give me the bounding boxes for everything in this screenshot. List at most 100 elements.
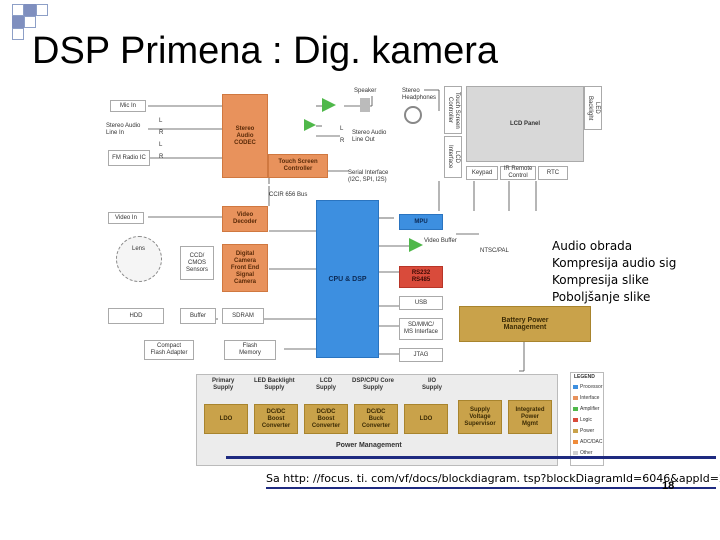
video-buffer-label: Video Buffer xyxy=(424,238,457,244)
lens-label: Lens xyxy=(132,246,146,252)
pin-label: R xyxy=(159,154,164,160)
usb: USB xyxy=(399,296,443,310)
legend-swatch xyxy=(573,418,578,422)
mic-in-label: Mic In xyxy=(110,100,146,112)
compact-flash-adapter: Compact Flash Adapter xyxy=(144,340,194,360)
source-url: Sa http: //focus. ti. com/vf/docs/blockd… xyxy=(266,472,720,485)
decor-square xyxy=(12,4,24,16)
legend-swatch xyxy=(573,429,578,433)
led-backlight: LED Backlight xyxy=(584,86,602,130)
lens-icon xyxy=(116,236,162,282)
power-block-buck: DC/DC Buck Converter xyxy=(354,404,398,434)
hdd: HDD xyxy=(108,308,164,324)
sd-mmc-interface: SD/MMC/ MS Interface xyxy=(399,318,443,340)
lcd-panel: LCD Panel xyxy=(466,86,584,162)
legend-swatch xyxy=(573,385,578,389)
stereo-line-in-label: Stereo Audio Line In xyxy=(106,123,141,136)
legend-label: Logic xyxy=(580,417,592,423)
block-diagram: Mic In Stereo Audio Line In FM Radio IC … xyxy=(104,86,604,470)
integrated-power-mgmt: Integrated Power Mgmt xyxy=(508,400,552,434)
keypad: Keypad xyxy=(466,166,498,180)
legend-label: Other xyxy=(580,450,593,456)
legend-item: Amplifier xyxy=(573,406,599,412)
decor-square xyxy=(12,16,24,28)
pin-label: L xyxy=(159,118,163,124)
legend-label: Processor xyxy=(580,384,603,390)
buffer: Buffer xyxy=(180,308,216,324)
decor-square xyxy=(36,4,48,16)
touch-screen-controller-vertical: Touch Screen Controller xyxy=(444,86,462,134)
legend-swatch xyxy=(573,451,578,455)
video-decoder: Video Decoder xyxy=(222,206,268,232)
legend-label: Interface xyxy=(580,395,600,401)
rtc: RTC xyxy=(538,166,568,180)
divider-bar xyxy=(226,456,716,459)
headphones-icon xyxy=(404,106,422,124)
pin-out-label: L xyxy=(340,126,344,132)
decor-square xyxy=(24,4,36,16)
ccd-cmos-sensors: CCD/ CMOS Sensors xyxy=(180,246,214,280)
legend-title: LEGEND xyxy=(574,374,595,380)
jtag: JTAG xyxy=(399,348,443,362)
supply-voltage-supervisor: Supply Voltage Supervisor xyxy=(458,400,502,434)
legend-label: Amplifier xyxy=(580,406,600,412)
fm-radio-ic: FM Radio IC xyxy=(108,150,150,166)
stereo-audio-codec: Stereo Audio CODEC xyxy=(222,94,268,178)
note-line: Kompresija slike xyxy=(552,273,649,287)
pin-label: R xyxy=(159,130,164,136)
ccir-bus-label: CCIR 656 Bus xyxy=(269,192,308,198)
sdram: SDRAM xyxy=(222,308,264,324)
serial-interface-label: Serial Interface (I2C, SPI, I2S) xyxy=(348,170,389,183)
touch-screen-controller: Touch Screen Controller xyxy=(268,154,328,178)
cpu-dsp: CPU & DSP xyxy=(316,200,379,358)
power-header: LED Backlight Supply xyxy=(254,378,295,391)
diagram-connections xyxy=(148,89,537,372)
ir-remote-control: IR Remote Control xyxy=(500,166,536,180)
page-number: 18 xyxy=(662,480,675,492)
stereo-line-out-label: Stereo Audio Line Out xyxy=(352,130,387,143)
pin-label: L xyxy=(159,142,163,148)
note-line: Audio obrada xyxy=(552,239,633,253)
legend-item: Processor xyxy=(573,384,603,390)
video-buffer-amplifier-icon xyxy=(409,238,423,252)
mpu: MPU xyxy=(399,214,443,230)
headphone-amplifier-icon xyxy=(304,119,316,131)
pin-out-label: R xyxy=(340,138,345,144)
power-block-ldo: LDO xyxy=(204,404,248,434)
speaker-amplifier-icon xyxy=(322,98,336,112)
power-header: DSP/CPU Core Supply xyxy=(352,378,395,391)
divider-bar xyxy=(266,487,716,489)
rs232-rs485: RS232 RS485 xyxy=(399,266,443,288)
stereo-headphones-label: Stereo Headphones xyxy=(402,88,437,101)
legend-item: Logic xyxy=(573,417,592,423)
power-block-boost: DC/DC Boost Converter xyxy=(254,404,298,434)
battery-power-management: Battery Power Management xyxy=(459,306,591,342)
legend-swatch xyxy=(573,407,578,411)
speaker-label: Speaker xyxy=(354,88,377,94)
decor-square xyxy=(12,28,24,40)
power-block-ldo: LDO xyxy=(404,404,448,434)
power-block-boost: DC/DC Boost Converter xyxy=(304,404,348,434)
ntsc-pal-label: NTSC/PAL xyxy=(480,248,509,254)
lcd-interface: LCD Interface xyxy=(444,136,462,178)
power-header: LCD Supply xyxy=(316,378,337,391)
power-header: I/O Supply xyxy=(422,378,443,391)
legend-item: Interface xyxy=(573,395,599,401)
power-management-label: Power Management xyxy=(336,442,402,449)
power-header: Primary Supply xyxy=(212,378,235,391)
legend-swatch xyxy=(573,396,578,400)
legend-label: ADC/DAC xyxy=(580,439,603,445)
note-line: Kompresija audio sig xyxy=(552,256,677,270)
legend-item: Power xyxy=(573,428,594,434)
note-line: Poboljšanje slike xyxy=(552,290,651,304)
legend-item: ADC/DAC xyxy=(573,439,603,445)
video-in-label: Video In xyxy=(108,212,144,224)
legend-swatch xyxy=(573,440,578,444)
speaker-icon xyxy=(360,98,370,112)
decor-square xyxy=(24,16,36,28)
legend-label: Power xyxy=(580,428,595,434)
digital-camera-afe: Digital Camera Front End Signal Camera xyxy=(222,244,268,292)
legend-item: Other xyxy=(573,450,593,456)
slide-title: DSP Primena : Dig. kamera xyxy=(32,30,499,72)
flash-memory: Flash Memory xyxy=(224,340,276,360)
